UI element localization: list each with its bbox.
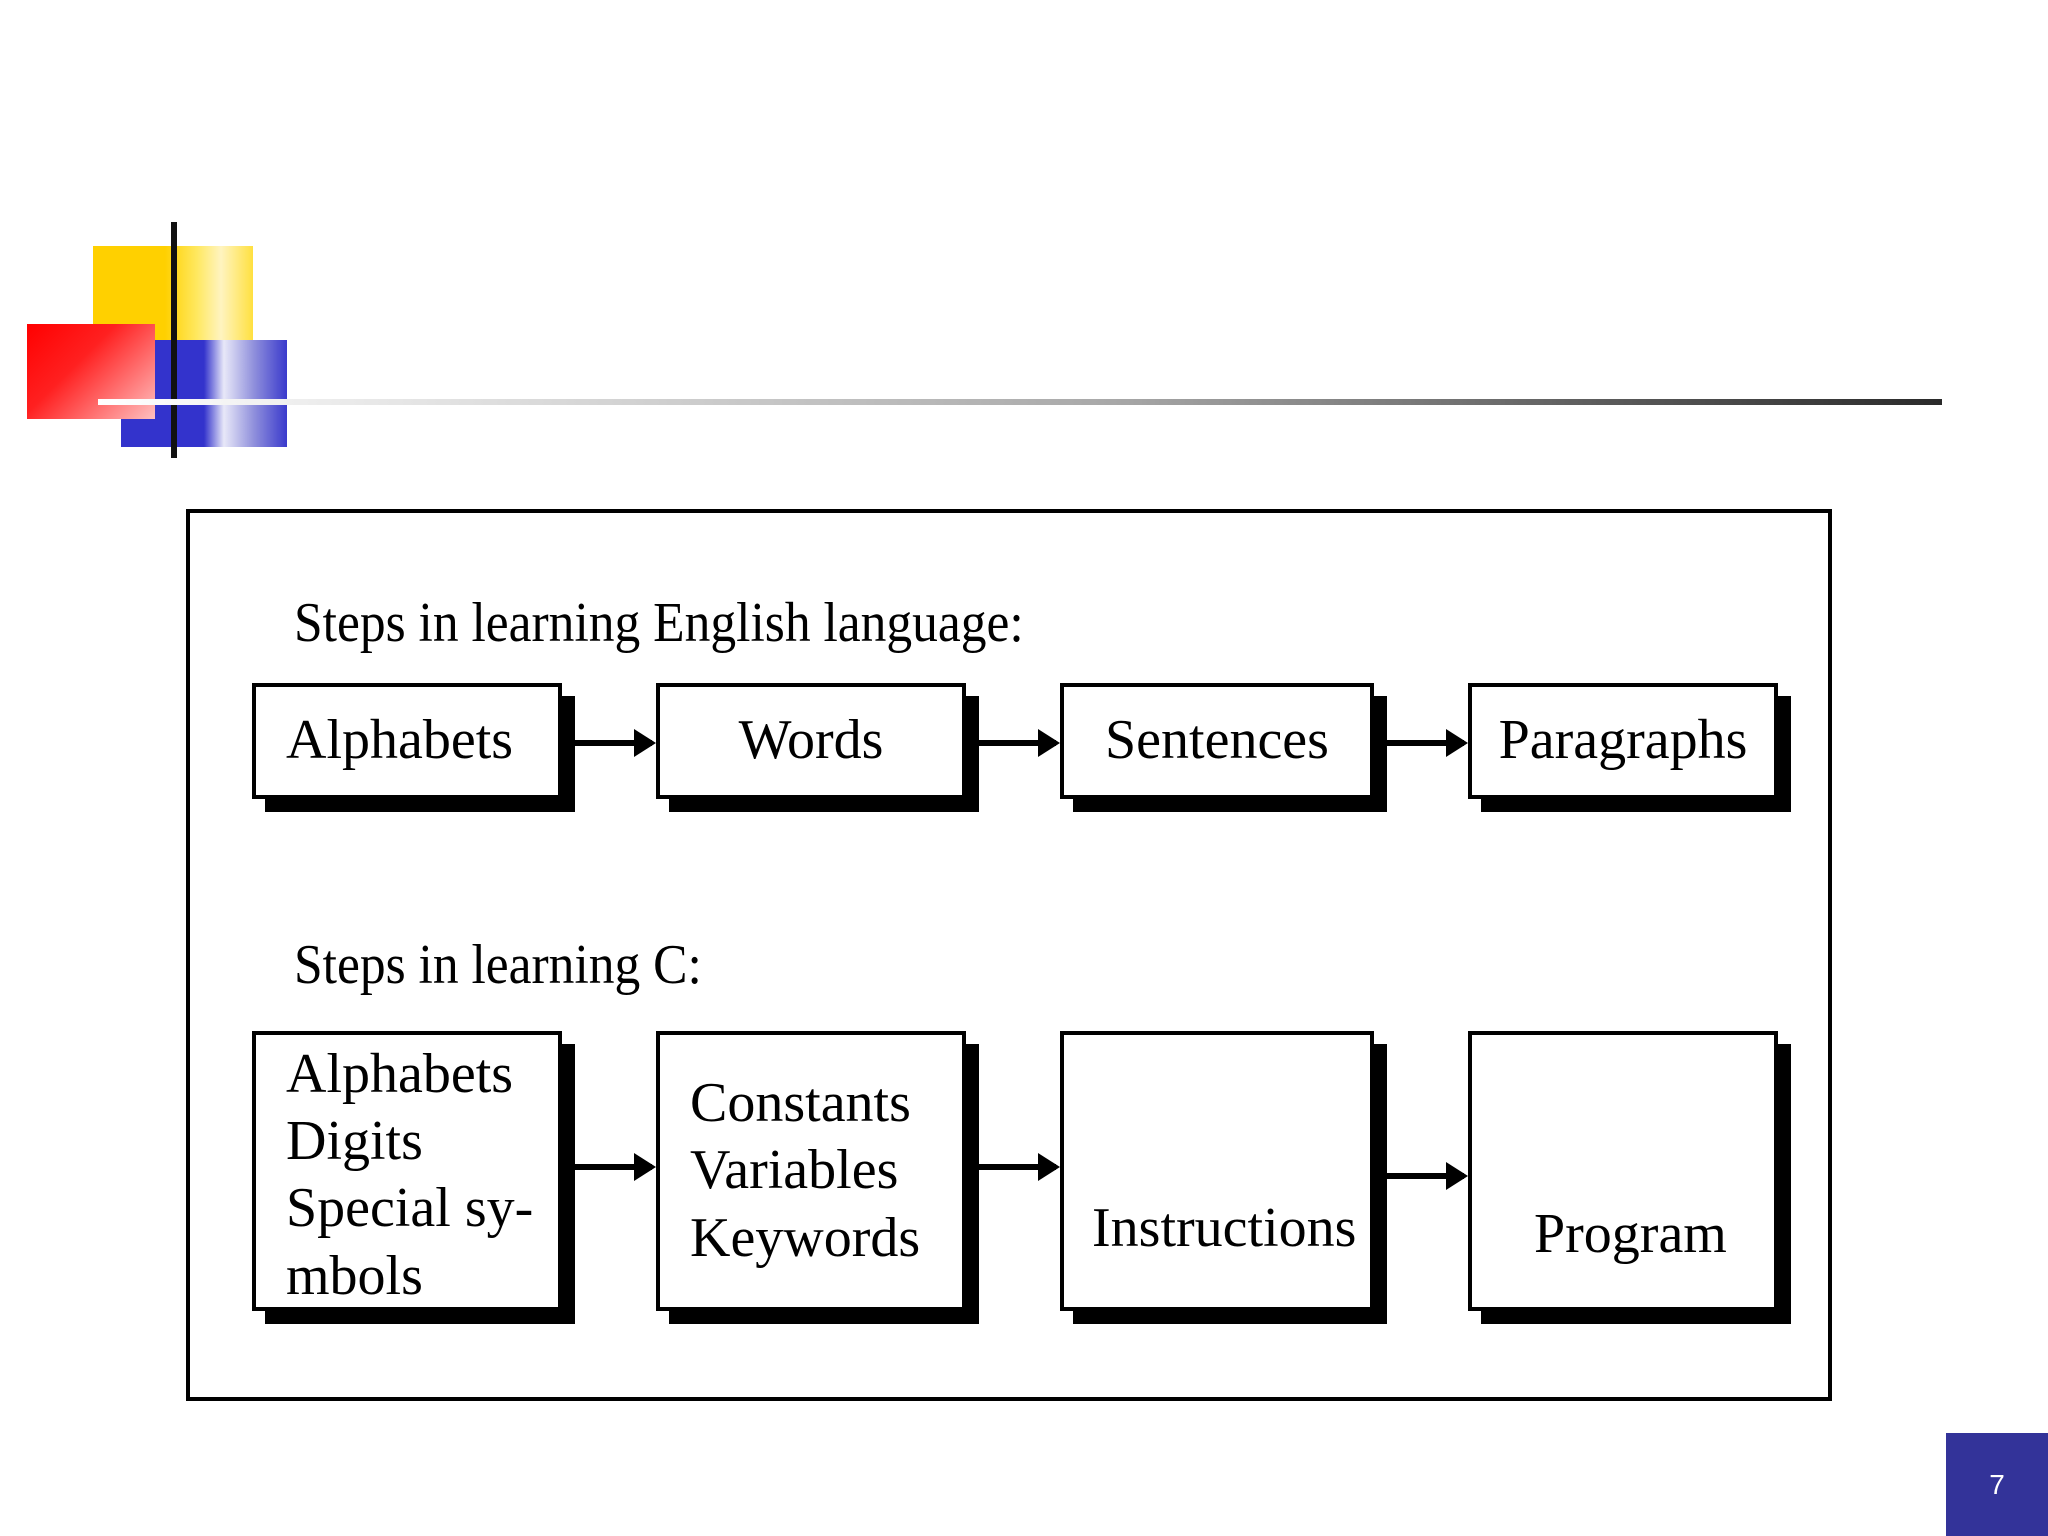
english-step-paragraphs: Paragraphs	[1468, 683, 1778, 799]
english-step-label: Paragraphs	[1498, 709, 1748, 772]
english-step-alphabets: Alphabets	[252, 683, 562, 799]
learning-steps-figure: Steps in learning English language: Alph…	[186, 509, 1832, 1401]
c-step-program: Program	[1468, 1031, 1778, 1311]
header-rule	[98, 399, 1942, 405]
c-step-line: Program	[1534, 1203, 1727, 1265]
english-step-label: Words	[738, 709, 884, 772]
c-step-line: Constants	[690, 1072, 911, 1135]
c-step-instructions: Instructions	[1060, 1031, 1374, 1311]
c-step-tokens: Constants Variables Keywords	[656, 1031, 966, 1311]
english-arrow-1	[572, 729, 656, 757]
decorative-logo	[0, 0, 300, 470]
c-arrow-1	[572, 1153, 656, 1181]
logo-vertical-line	[171, 222, 177, 458]
c-heading: Steps in learning C:	[294, 934, 702, 996]
c-step-characters: Alphabets Digits Special sy- mbols	[252, 1031, 562, 1311]
english-heading: Steps in learning English language:	[294, 592, 1024, 654]
english-step-label: Sentences	[1105, 709, 1329, 772]
english-step-sentences: Sentences	[1060, 683, 1374, 799]
english-arrow-3	[1384, 729, 1468, 757]
c-step-line: Special sy-	[286, 1177, 534, 1240]
slide-number: 7	[1946, 1433, 2048, 1536]
c-step-line: Keywords	[690, 1206, 921, 1269]
c-step-line: mbols	[286, 1244, 423, 1307]
c-step-line: Alphabets	[286, 1043, 514, 1105]
english-arrow-2	[976, 729, 1060, 757]
c-step-line: Digits	[286, 1110, 423, 1173]
english-step-label: Alphabets	[286, 709, 514, 772]
c-step-line: Variables	[690, 1139, 899, 1202]
c-step-line: Instructions	[1092, 1197, 1357, 1259]
english-step-words: Words	[656, 683, 966, 799]
c-arrow-3	[1374, 1162, 1468, 1190]
c-arrow-2	[976, 1153, 1060, 1181]
